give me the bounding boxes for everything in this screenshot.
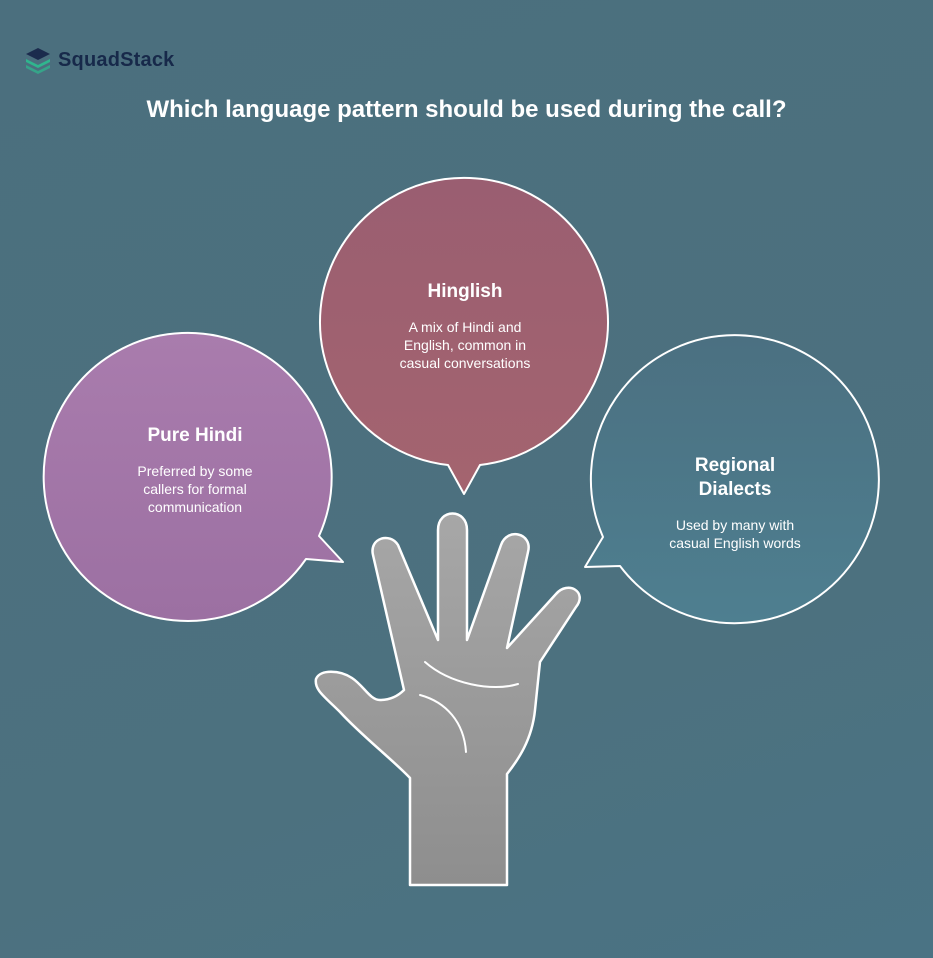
option-title: Regional Dialects (694, 455, 776, 500)
brand-logo: SquadStack (24, 46, 174, 74)
option-hinglish: Hinglish A mix of Hindi and English, com… (370, 280, 560, 372)
bubble-pure-hindi (42, 331, 344, 622)
option-pure-hindi: Pure Hindi Preferred by some callers for… (100, 424, 290, 516)
option-description: Preferred by some callers for formal com… (137, 463, 253, 515)
option-title: Pure Hindi (147, 425, 243, 446)
option-description: A mix of Hindi and English, common in ca… (399, 319, 531, 371)
bubble-regional-dialects (584, 334, 880, 625)
option-title: Hinglish (427, 281, 503, 302)
palm-line-upper (424, 661, 519, 689)
page-title: Which language pattern should be used du… (146, 96, 787, 123)
option-description: Used by many with casual English words (669, 517, 801, 551)
palm-line-lower (419, 694, 467, 753)
raised-hand-icon (314, 512, 581, 887)
option-regional-dialects: Regional Dialects Used by many with casu… (640, 454, 830, 552)
brand-name: SquadStack (58, 48, 175, 71)
stacked-layers-icon (26, 48, 50, 74)
bubble-hinglish (319, 176, 609, 495)
